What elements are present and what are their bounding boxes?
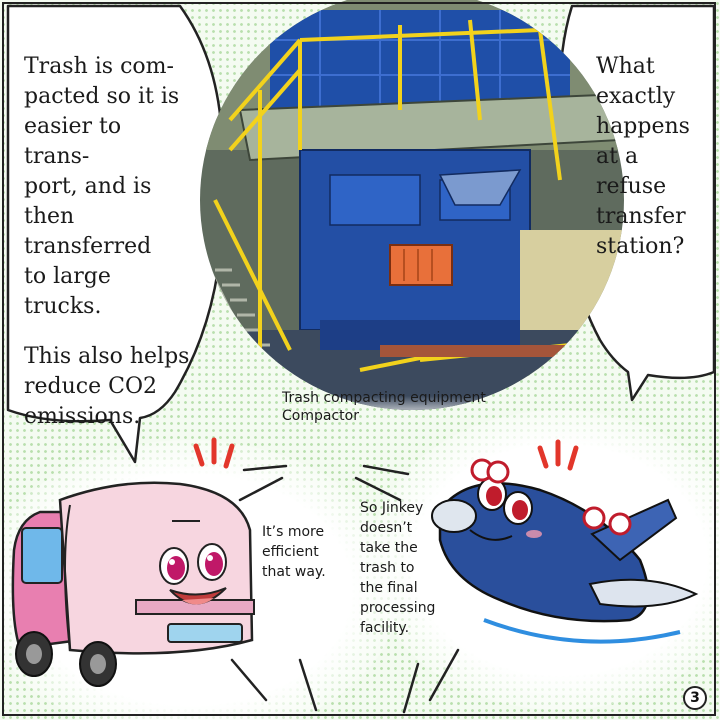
speech-line: It’s more <box>262 524 325 540</box>
speech-line: facility. <box>360 620 410 636</box>
speech-line: trash to <box>360 560 415 576</box>
action-lines <box>230 464 460 714</box>
question-line: happens <box>596 114 690 139</box>
compactor-caption: Trash compacting equipment Compactor <box>282 389 542 425</box>
question-line: exactly <box>596 84 676 109</box>
narration-line: pacted so it is <box>24 84 180 109</box>
truck-emphasis-marks <box>193 437 235 469</box>
caption-line: Trash compacting equipment <box>282 390 486 406</box>
narration-line: This also helps <box>24 344 190 369</box>
plane-speech-text: So Jinkey doesn’t take the trash to the … <box>360 498 460 638</box>
speech-line: doesn’t <box>360 520 413 536</box>
left-speech-bubble <box>6 4 225 464</box>
narration-line: to large trucks. <box>24 264 111 319</box>
speech-line: processing <box>360 600 436 616</box>
narration-line: easier to trans- <box>24 114 122 169</box>
speech-line: take the <box>360 540 418 556</box>
narration-line: then transferred <box>24 204 152 259</box>
narration-line: Trash is com- <box>24 54 174 79</box>
caption-line: Compactor <box>282 408 359 424</box>
page-number: 3 <box>683 686 707 710</box>
speech-line: So Jinkey <box>360 500 424 516</box>
speech-line: efficient <box>262 544 319 560</box>
question-line: What <box>596 54 655 79</box>
question-line: refuse <box>596 174 667 199</box>
speech-line: that way. <box>262 564 326 580</box>
speech-line: the final <box>360 580 418 596</box>
narration-line: emissions. <box>24 404 141 429</box>
plane-emphasis-marks <box>537 439 579 471</box>
garbage-truck-character <box>11 481 255 687</box>
narration-line: reduce CO2 <box>24 374 157 399</box>
right-question-text: What exactly happens at a refuse transfe… <box>596 52 700 262</box>
truck-speech-text: It’s more efficient that way. <box>262 522 354 582</box>
question-line: station? <box>596 234 685 259</box>
question-line: transfer <box>596 204 686 229</box>
left-narration-text: Trash is com- pacted so it is easier to … <box>24 52 192 452</box>
compactor-illustration <box>200 0 624 410</box>
narration-line: port, and is <box>24 174 152 199</box>
airplane-character <box>431 458 699 644</box>
question-line: at a <box>596 144 639 169</box>
